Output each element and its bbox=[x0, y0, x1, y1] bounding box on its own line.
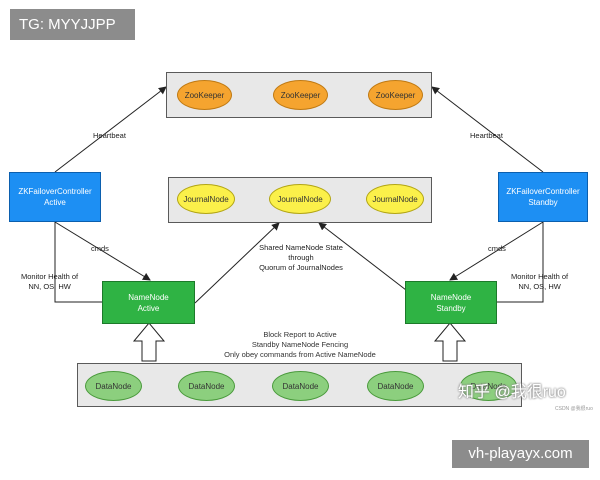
nn-active-to-journal-arrow bbox=[194, 222, 280, 304]
datanode-5: DataNode bbox=[460, 371, 517, 401]
block-report-arrow-right bbox=[433, 322, 467, 362]
datanode-3: DataNode bbox=[272, 371, 329, 401]
cmds-right-arrow bbox=[449, 221, 544, 281]
journalnode-3: JournalNode bbox=[366, 184, 424, 214]
journalnode-1: JournalNode bbox=[177, 184, 235, 214]
namenode-active-line2: Active bbox=[137, 303, 160, 313]
cmds-left-label: cmds bbox=[91, 244, 109, 253]
namenode-standby-box: NameNode Standby bbox=[405, 281, 497, 324]
datanode-2: DataNode bbox=[178, 371, 235, 401]
zkfc-standby-line1: ZKFailoverController bbox=[506, 187, 580, 196]
datanode-4: DataNode bbox=[367, 371, 424, 401]
bottom-watermark: vh-playayx.com bbox=[452, 440, 589, 468]
journalnode-2: JournalNode bbox=[269, 184, 331, 214]
zkfc-standby-box: ZKFailoverController Standby bbox=[498, 172, 588, 222]
monitor-right-label: Monitor Health of NN, OS, HW bbox=[511, 272, 569, 291]
zkfc-active-box: ZKFailoverController Active bbox=[9, 172, 101, 222]
zkfc-active-line2: Active bbox=[44, 198, 66, 207]
zkfc-standby-line2: Standby bbox=[528, 198, 558, 207]
monitor-right-line bbox=[497, 222, 544, 303]
heartbeat-right-label: Heartbeat bbox=[470, 131, 503, 140]
heartbeat-right-arrow bbox=[431, 86, 544, 173]
zhihu-watermark: 知乎 @我很ruo bbox=[458, 384, 566, 401]
datanode-1: DataNode bbox=[85, 371, 142, 401]
zkfc-active-line1: ZKFailoverController bbox=[18, 187, 92, 196]
zookeeper-node-1: ZooKeeper bbox=[177, 80, 232, 110]
namenode-standby-line2: Standby bbox=[436, 303, 466, 313]
monitor-left-label: Monitor Health of NN, OS, HW bbox=[21, 272, 79, 291]
namenode-active-line1: NameNode bbox=[128, 292, 169, 302]
block-report-arrow-left bbox=[132, 322, 166, 362]
nn-standby-to-journal-arrow bbox=[318, 222, 407, 291]
top-watermark: TG: MYYJJPP bbox=[10, 9, 135, 40]
namenode-standby-line1: NameNode bbox=[430, 292, 472, 302]
heartbeat-left-label: Heartbeat bbox=[93, 131, 126, 140]
monitor-left-line bbox=[54, 222, 102, 303]
csdn-watermark: CSDN @我很ruo bbox=[555, 406, 593, 412]
zookeeper-node-3: ZooKeeper bbox=[368, 80, 423, 110]
heartbeat-left-arrow bbox=[54, 86, 167, 173]
block-report-note: Block Report to Active Standby NameNode … bbox=[224, 330, 376, 359]
namenode-active-box: NameNode Active bbox=[102, 281, 195, 324]
cmds-left-arrow bbox=[54, 221, 151, 281]
shared-state-label: Shared NameNode State through Quorum of … bbox=[259, 243, 343, 272]
zookeeper-node-2: ZooKeeper bbox=[273, 80, 328, 110]
cmds-right-label: cmds bbox=[488, 244, 506, 253]
